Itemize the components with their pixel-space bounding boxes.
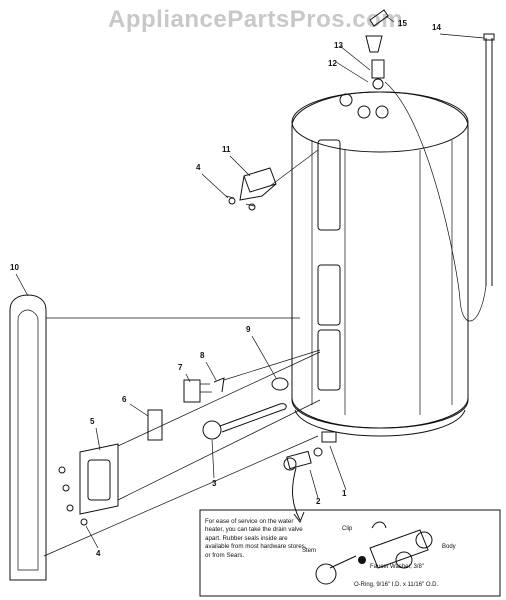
leader-lines	[15, 15, 485, 549]
stem-label: Stem	[302, 548, 316, 554]
gasket	[271, 377, 289, 391]
insulation-block	[147, 409, 163, 441]
clip-label: Clip	[342, 526, 353, 532]
inset-arrow	[292, 467, 301, 521]
callout-8: 8	[200, 351, 205, 360]
callout-6: 6	[122, 395, 127, 404]
body-label: Body	[442, 544, 456, 550]
callout-5: 5	[90, 417, 95, 426]
top-fittings	[339, 9, 389, 119]
callout-2: 2	[316, 497, 321, 506]
alignment-lines	[43, 149, 321, 557]
dip-tube	[384, 33, 495, 322]
callout-12: 12	[328, 59, 337, 68]
callout-9: 9	[246, 325, 251, 334]
callout-3: 3	[212, 479, 217, 488]
heating-element	[202, 403, 287, 440]
callout-11: 11	[222, 145, 231, 154]
drain-valve	[283, 447, 323, 471]
thermostat-cover	[58, 443, 119, 526]
callout-4-top: 4	[196, 163, 201, 172]
o-ring-label: O-Ring, 9/16" I.D. x 11/16" O.D.	[354, 582, 439, 588]
thermostat	[183, 377, 225, 403]
callout-4-bottom: 4	[96, 549, 101, 558]
inset-box	[199, 509, 501, 597]
callout-15: 15	[398, 19, 407, 28]
callout-13: 13	[334, 41, 343, 50]
faucet-washer-label: Faucet Washer, 3/8"	[370, 564, 424, 570]
inset-valve	[315, 521, 433, 585]
water-heater-tank	[291, 91, 469, 443]
arrow-head-icon	[293, 511, 305, 524]
watermark: AppliancePartsPros.com	[108, 6, 404, 33]
callout-14: 14	[432, 23, 441, 32]
element-cover	[9, 294, 47, 581]
callout-7: 7	[178, 363, 183, 372]
callout-10: 10	[10, 263, 19, 272]
inset-note: For ease of service on the water heater,…	[205, 518, 307, 559]
callout-1: 1	[342, 489, 347, 498]
bracket	[225, 167, 277, 211]
